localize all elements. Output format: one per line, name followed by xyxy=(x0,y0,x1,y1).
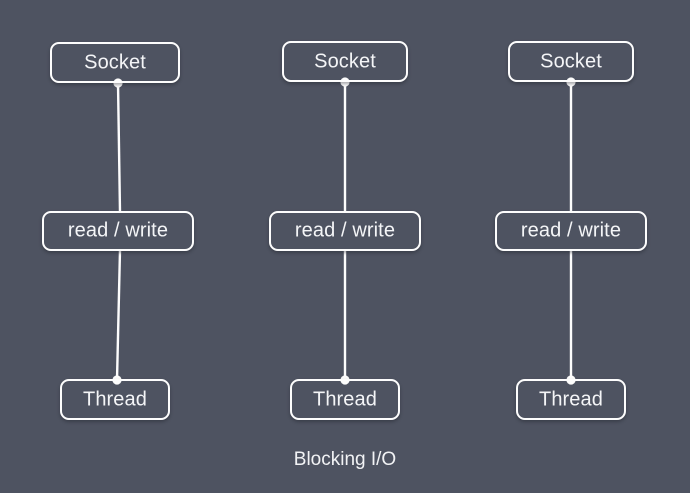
column-1-thread-label: Thread xyxy=(83,388,147,410)
column-2-socket-label: Socket xyxy=(314,50,376,72)
column-1-thread-node[interactable]: Thread xyxy=(60,379,170,420)
column-1-socket-label: Socket xyxy=(84,51,146,73)
column-2-readwrite-label: read / write xyxy=(294,219,396,242)
column-1-readwrite-to-thread xyxy=(115,249,122,381)
column-3-thread-label: Thread xyxy=(539,388,603,410)
column-2-socket-node[interactable]: Socket xyxy=(282,41,408,82)
column-1-socket-node[interactable]: Socket xyxy=(50,42,180,83)
column-3-thread-node[interactable]: Thread xyxy=(516,379,626,420)
column-1-readwrite-node[interactable]: read / write xyxy=(42,211,194,251)
column-3-readwrite-label: read / write xyxy=(520,219,622,242)
column-1-readwrite-label: read / write xyxy=(67,219,169,242)
diagram-caption: Blocking I/O xyxy=(293,449,397,470)
column-2-thread-node[interactable]: Thread xyxy=(290,379,400,420)
column-3-readwrite-node[interactable]: read / write xyxy=(495,211,647,251)
column-1-socket-to-readwrite xyxy=(116,82,122,213)
column-3-socket-label: Socket xyxy=(540,50,602,72)
column-3-socket-node[interactable]: Socket xyxy=(508,41,634,82)
column-2-readwrite-node[interactable]: read / write xyxy=(269,211,421,251)
column-2-thread-label: Thread xyxy=(313,388,377,410)
